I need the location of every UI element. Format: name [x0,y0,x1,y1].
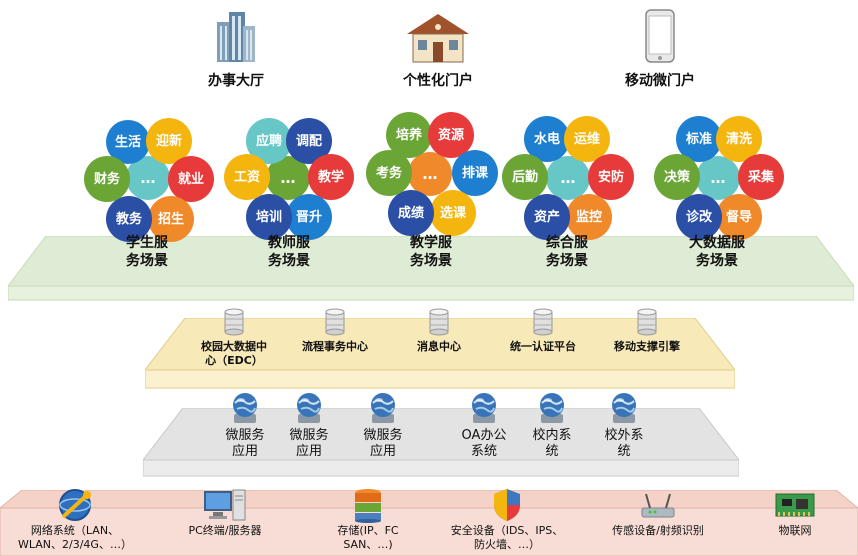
scene-layer [8,236,854,306]
platform-item-message[interactable]: 消息中心 [402,308,476,354]
service-item-micro-1[interactable]: 微服务 应用 [212,392,278,460]
storage-icon [318,486,418,524]
bubble-item[interactable]: 培训 [246,194,292,240]
bubble-item[interactable]: 排课 [452,150,498,196]
service-item-micro-3[interactable]: 微服务 应用 [350,392,416,460]
service-layer [143,408,739,480]
bubble-item[interactable]: 决策 [654,154,700,200]
bubble-item[interactable]: 监控 [566,194,612,240]
pc-server-icon [170,486,280,524]
platform-item-workflow[interactable]: 流程事务中心 [290,308,380,354]
infra-storage[interactable]: 存储(IP、FC SAN、…) [318,486,418,552]
cluster-label: 教学服务场景 [410,235,452,269]
house-icon [378,6,498,64]
platform-item-auth[interactable]: 统一认证平台 [498,308,588,354]
platform-item-mobile-engine[interactable]: 移动支撑引擎 [602,308,692,354]
smartphone-icon [600,6,720,64]
office-building-icon [176,6,296,64]
bubble-item[interactable]: 采集 [738,154,784,200]
infra-pc-server[interactable]: PC终端/服务器 [170,486,280,538]
globe-server-icon [538,392,566,424]
infra-network[interactable]: 网络系统（LAN、 WLAN、2/3/4G、…） [10,486,140,552]
database-icon [429,308,449,336]
infra-sensor[interactable]: 传感设备/射频识别 [598,486,718,538]
infra-iot[interactable]: 物联网 [750,486,840,538]
bubble-item[interactable]: 教务 [106,196,152,242]
bubble-item[interactable]: 资源 [428,112,474,158]
cluster-label: 综合服务场景 [546,235,588,269]
infra-security[interactable]: 安全设备（IDS、IPS、 防火墙、…） [442,486,572,552]
service-item-internal[interactable]: 校内系 统 [520,392,584,460]
entry-portal[interactable]: 个性化门户 [378,6,498,90]
network-wrench-icon [10,486,140,524]
bubble-item[interactable]: 财务 [84,156,130,202]
bubble-center: … [546,156,590,200]
bubble-item[interactable]: 工资 [224,154,270,200]
bubble-item[interactable]: 招生 [148,196,194,242]
bubble-item[interactable]: 成绩 [388,190,434,236]
bubble-item[interactable]: 资产 [524,194,570,240]
cluster-label: 学生服务场景 [126,235,168,269]
platform-item-edc[interactable]: 校园大数据中 心（EDC） [184,308,284,368]
database-icon [637,308,657,336]
bubble-item[interactable]: 考务 [366,150,412,196]
bubble-item[interactable]: 安防 [588,154,634,200]
database-icon [224,308,244,336]
database-icon [325,308,345,336]
bubble-center: … [408,152,452,196]
entry-mobile[interactable]: 移动微门户 [600,6,720,90]
entry-label: 办事大厅 [208,73,264,89]
bubble-item[interactable]: 就业 [168,156,214,202]
bubble-item[interactable]: 教学 [308,154,354,200]
cluster-teacher-service: … 应聘 调配 教学 晋升 培训 工资 [222,112,354,242]
bubble-center: … [696,156,740,200]
globe-server-icon [610,392,638,424]
database-icon [533,308,553,336]
entry-label: 移动微门户 [625,73,695,89]
bubble-item[interactable]: 督导 [716,194,762,240]
service-item-oa[interactable]: OA办公 系统 [444,392,524,460]
security-shield-icon [442,486,572,524]
bubble-item[interactable]: 调配 [286,118,332,164]
globe-server-icon [369,392,397,424]
entry-label: 个性化门户 [403,73,473,89]
bubble-item[interactable]: 晋升 [286,194,332,240]
service-item-external[interactable]: 校外系 统 [592,392,656,460]
bubble-item[interactable]: 后勤 [502,154,548,200]
globe-server-icon [470,392,498,424]
globe-server-icon [295,392,323,424]
cluster-bigdata-service: … 标准 清洗 采集 督导 诊改 决策 [654,112,784,242]
entry-service-hall[interactable]: 办事大厅 [176,6,296,90]
cluster-student-service: … 生活 迎新 就业 招生 教务 财务 [84,112,214,242]
router-sensor-icon [598,486,718,524]
bubble-item[interactable]: 选课 [430,190,476,236]
circuit-board-icon [750,486,840,524]
bubble-item[interactable]: 诊改 [676,194,722,240]
cluster-general-service: … 水电 运维 安防 监控 资产 后勤 [502,112,634,242]
cluster-teaching-service: … 培养 资源 排课 选课 成绩 考务 [366,110,498,240]
cluster-label: 大数据服务场景 [689,235,745,269]
platform-layer [145,318,735,393]
globe-server-icon [231,392,259,424]
service-item-micro-2[interactable]: 微服务 应用 [276,392,342,460]
cluster-label: 教师服务场景 [268,235,310,269]
